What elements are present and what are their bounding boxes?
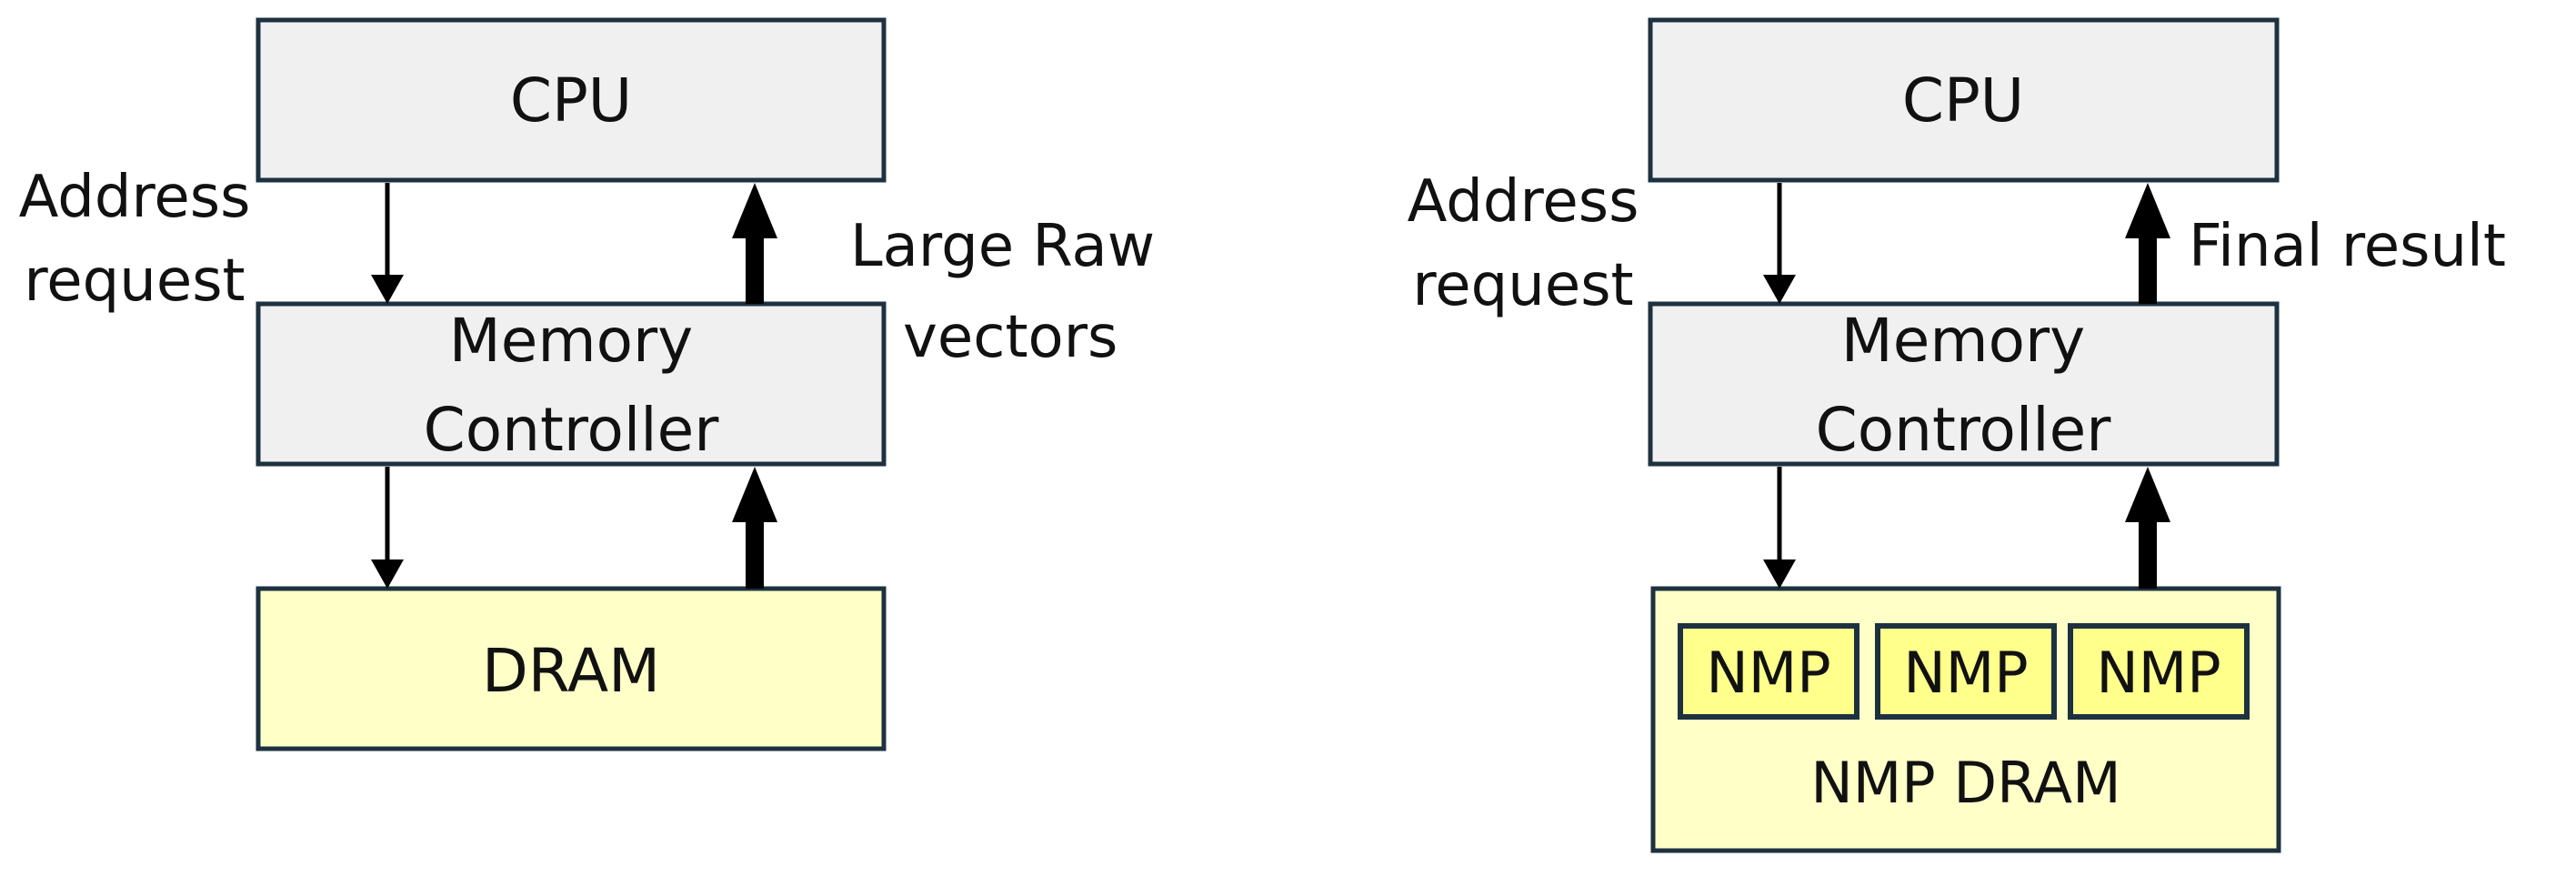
right-cpu-box [1648,17,2280,183]
nmp-unit-3-label: NMP [2096,640,2220,706]
left-cpu-label: CPU [510,66,632,136]
left-memory-controller-label-line2: Controller [424,395,720,465]
right-memory-controller-box [1648,301,2280,467]
right-nmp-dram-label: NMP DRAM [1810,750,2120,816]
left-address-request-label-line1: Address [19,164,251,231]
left-cpu-box [256,17,887,183]
nmp-unit-2: NMP [1875,623,2057,720]
left-return-label-line2: vectors [903,304,1118,371]
right-diagram: CPU Memory Controller NMP NMP NMP NMP DR… [1408,17,2506,853]
right-cpu-label: CPU [1902,66,2024,136]
right-address-request-label-line1: Address [1408,168,1639,236]
right-address-arrow-mc-to-dram [1763,467,1796,589]
left-return-label-line1: Large Raw [850,213,1155,280]
left-address-arrow-cpu-to-mc [371,183,404,304]
left-dram-box [256,586,887,751]
left-data-arrow-dram-to-mc [732,467,777,589]
right-memory-controller-label-line2: Controller [1816,395,2112,465]
nmp-unit-1: NMP [1678,623,1859,720]
nmp-unit-2-label: NMP [1903,640,2028,706]
nmp-unit-1-label: NMP [1706,640,1830,706]
left-address-arrow-mc-to-dram [371,467,404,589]
left-diagram: CPU Memory Controller DRAM Address reque… [19,17,1155,751]
right-memory-controller-label-line1: Memory [1841,306,2085,376]
right-address-request-label-line2: request [1412,252,1633,319]
right-result-arrow-dram-to-mc [2125,467,2170,589]
left-address-request-label-line2: request [24,247,245,315]
left-memory-controller-label-line1: Memory [449,306,693,376]
left-memory-controller-box [256,301,887,467]
nmp-unit-3: NMP [2068,623,2250,720]
right-address-arrow-cpu-to-mc [1763,183,1796,304]
left-data-arrow-mc-to-cpu [732,183,777,304]
right-result-arrow-mc-to-cpu [2125,183,2170,304]
right-return-label: Final result [2189,213,2506,280]
left-dram-label: DRAM [482,636,660,706]
